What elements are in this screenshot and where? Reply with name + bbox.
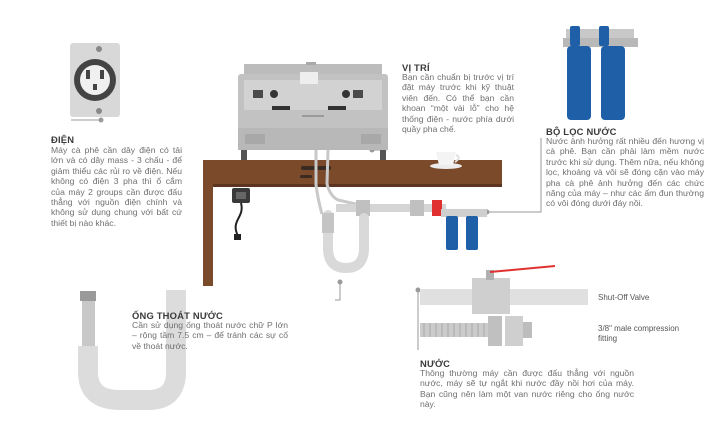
water-filter-large-icon bbox=[563, 26, 638, 120]
electric-body: Máy cà phê cần dây điện có tải lớn và có… bbox=[51, 145, 182, 228]
shut-off-valve-label: Shut-Off Valve bbox=[598, 293, 650, 302]
espresso-machine-icon bbox=[238, 62, 388, 160]
location-body: Bạn cần chuẩn bị trước vị trí đặt máy tr… bbox=[402, 72, 514, 135]
drain-trap-small-icon bbox=[323, 210, 369, 274]
compression-fitting-icon bbox=[420, 316, 532, 346]
drain-pipe-body: Cần sử dụng ống thoát nước chữ P lớn – r… bbox=[132, 320, 288, 351]
coffee-cup-icon bbox=[430, 152, 462, 169]
water-filter-body: Nước ảnh hưởng rất nhiều đến hương vị cà… bbox=[546, 136, 704, 209]
drain-pipe-large-icon bbox=[78, 290, 186, 410]
water-filter-title: BỘ LỌC NƯỚC bbox=[546, 126, 617, 137]
water-filter-icon bbox=[441, 209, 487, 250]
drain-pipe-title: ỐNG THOÁT NƯỚC bbox=[132, 310, 223, 321]
water-title: NƯỚC bbox=[420, 358, 451, 369]
electric-title: ĐIỆN bbox=[51, 134, 75, 145]
counter-icon bbox=[203, 160, 502, 286]
compression-fitting-label: 3/8" male compression fitting bbox=[598, 324, 680, 343]
electrical-outlet-icon bbox=[70, 43, 120, 117]
machine-hoses-icon bbox=[314, 149, 361, 215]
fitting-texture-lines bbox=[423, 323, 485, 337]
water-body: Thông thường máy cần được đấu thẳng với … bbox=[420, 368, 634, 410]
drain-coupling-icon bbox=[322, 213, 334, 233]
location-title: VỊ TRÍ bbox=[402, 62, 430, 73]
water-supply-pipe-icon bbox=[336, 200, 446, 216]
shut-off-valve-icon bbox=[420, 265, 588, 314]
